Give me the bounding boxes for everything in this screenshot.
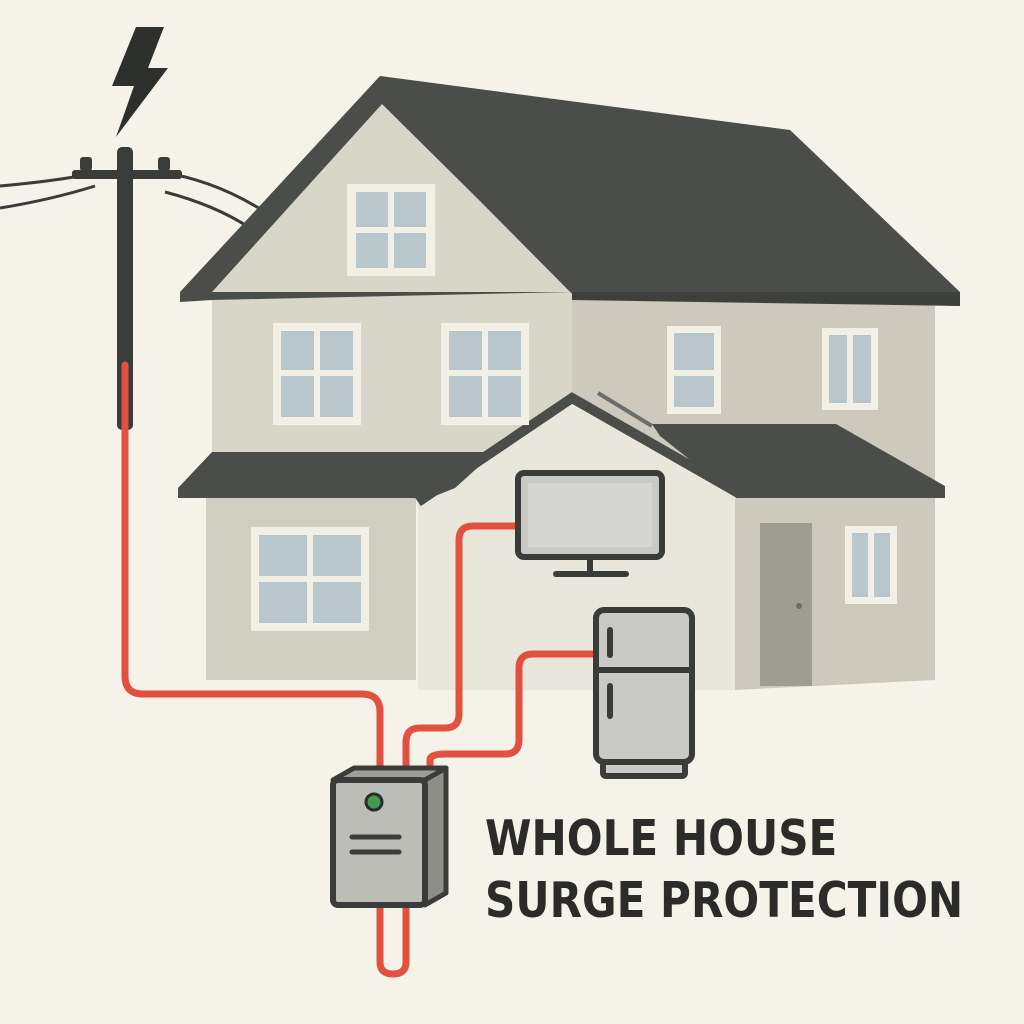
surge-protector-icon xyxy=(330,765,449,908)
television-icon xyxy=(515,470,665,577)
lightning-bolt-icon xyxy=(112,27,168,137)
window xyxy=(347,184,435,276)
window xyxy=(251,527,369,631)
window xyxy=(822,328,878,410)
window xyxy=(667,326,721,414)
window xyxy=(845,526,897,604)
caption-line-1: WHOLE HOUSE xyxy=(485,810,838,867)
utility-pole-icon xyxy=(72,147,182,430)
window xyxy=(273,323,361,425)
surge-wires xyxy=(121,361,600,978)
diagram-caption: WHOLE HOUSE SURGE PROTECTION xyxy=(485,808,963,932)
door xyxy=(760,523,812,686)
indicator-light xyxy=(364,792,384,812)
caption-line-2: SURGE PROTECTION xyxy=(485,872,964,929)
window xyxy=(441,323,529,425)
refrigerator-icon xyxy=(593,607,695,779)
house-icon xyxy=(178,76,960,690)
